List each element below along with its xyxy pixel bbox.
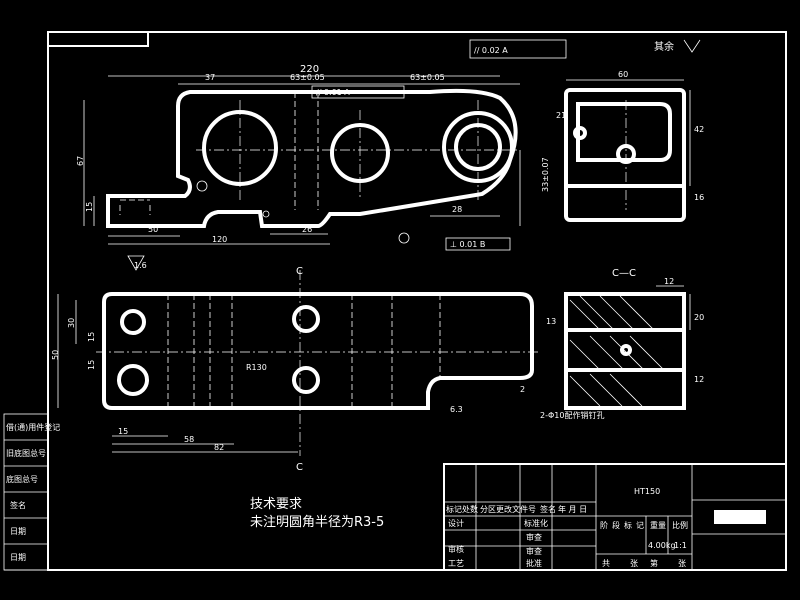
notes-line1: 未注明圆角半径为R3-5 — [250, 515, 384, 530]
front-dim-50: 50 — [51, 350, 60, 360]
dim-28: 28 — [452, 205, 462, 214]
tb-h-1: 处数 — [462, 504, 478, 514]
side-label-4: 日期 — [10, 527, 26, 536]
tolerance-frame — [469, 39, 567, 59]
tb-sheet-0: 共 — [602, 559, 610, 568]
perp-tolerance-frame — [445, 237, 511, 251]
side-label-2: 底图总号 — [6, 474, 38, 484]
dim-67: 67 — [76, 156, 85, 166]
tb-sc-5: 比例 — [672, 520, 688, 530]
tb-sc-1: 段 — [612, 520, 620, 530]
section-hatch — [569, 295, 665, 407]
side-dim-42: 42 — [694, 125, 704, 134]
tb-sheet-1: 张 — [630, 559, 638, 568]
title-block: HT150 标记 处数 分区 更改文件号 签名 年 月 日 设计 标准化 审查 … — [443, 463, 787, 571]
front-dim-58: 58 — [184, 435, 194, 444]
tb-design: 设计 — [448, 518, 464, 528]
side-label-5: 日期 — [10, 553, 26, 562]
dim-220: 220 — [300, 64, 319, 75]
section-title: C—C — [612, 268, 636, 279]
surface-finish-symbol — [683, 39, 701, 53]
perp-tolerance-text: ⊥ 0.01 B — [450, 240, 485, 249]
tb-h-0: 标记 — [446, 504, 462, 514]
section-dim-12-top: 12 — [664, 277, 674, 286]
side-dim-21: 21 — [556, 111, 566, 120]
tb-h-4: 签名 — [540, 504, 556, 514]
section-dim-13: 13 — [546, 317, 556, 326]
front-view: 30 15 15 50 15 58 82 R130 2 6.3 C C — [51, 266, 540, 473]
datum-marker — [398, 232, 410, 244]
front-dim-15-c: 15 — [118, 427, 128, 436]
side-label-0: 借(通)用件登记 — [6, 422, 60, 432]
tolerance-text: // 0.02 A — [474, 46, 508, 55]
tb-process: 工艺 — [448, 559, 464, 568]
section-mark-bottom: C — [296, 462, 303, 473]
dim-120: 120 — [212, 235, 227, 244]
tb-h-3: 更改文件号 — [496, 504, 536, 514]
dim-37: 37 — [205, 73, 215, 82]
dim-63-b: 63±0.05 — [410, 73, 445, 82]
position-tolerance-frame — [311, 85, 405, 99]
front-dim-r130: R130 — [246, 363, 267, 372]
side-view-outline — [564, 88, 686, 222]
drawing-frame — [47, 31, 787, 571]
side-dim-16: 16 — [694, 193, 704, 202]
section-dim-20: 20 — [694, 313, 704, 322]
tb-h-2: 分区 — [480, 505, 496, 514]
front-view-outline — [102, 292, 534, 410]
tb-check: 审查 — [526, 532, 542, 542]
drawing-name-block — [714, 510, 766, 524]
top-view: 220 37 63±0.05 63±0.05 67 15 50 120 26 2… — [76, 39, 567, 271]
section-mark-top: C — [296, 266, 303, 277]
tb-sc-4: 重量 — [650, 520, 666, 530]
front-dim-82: 82 — [214, 443, 224, 452]
section-view: C—C 12 20 13 12 2-Φ10配作销钉孔 — [540, 268, 704, 420]
tb-approve: 批准 — [526, 558, 542, 568]
dim-26: 26 — [302, 225, 312, 234]
roughness-symbol — [127, 255, 145, 271]
section-outline — [564, 292, 686, 410]
tb-standard: 标准化 — [524, 518, 548, 528]
side-view: 60 21 42 16 — [556, 70, 704, 222]
notes-title: 技术要求 — [250, 497, 302, 512]
tb-weight: 4.00kg — [648, 541, 676, 550]
tb-sc-2: 标 — [624, 520, 632, 530]
dim-50: 50 — [148, 225, 158, 234]
tb-scale: 1:1 — [674, 541, 687, 550]
surface-finish-label: 其余 — [654, 40, 674, 53]
side-label-3: 签名 — [10, 500, 26, 510]
tb-h-5: 年 月 日 — [558, 504, 587, 514]
side-label-1: 旧底图总号 — [6, 448, 46, 458]
dim-15: 15 — [85, 202, 94, 212]
side-dim-60: 60 — [618, 70, 628, 79]
front-dim-30: 30 — [67, 318, 76, 328]
hole-note: 2-Φ10配作销钉孔 — [540, 410, 604, 420]
bore-left — [202, 110, 278, 186]
tb-check-2: 审查 — [526, 546, 542, 556]
tb-sheet-2: 第 — [650, 558, 658, 568]
front-dim-15-b: 15 — [87, 360, 96, 370]
front-dim-2: 2 — [520, 385, 525, 394]
tb-sc-3: 记 — [636, 521, 644, 530]
dim-63-a: 63±0.05 — [290, 73, 325, 82]
tb-sheet-3: 张 — [678, 559, 686, 568]
front-dim-15-a: 15 — [87, 332, 96, 342]
dim-33: 33±0.07 — [541, 157, 550, 192]
material-label: HT150 — [634, 487, 660, 496]
roughness-value: 1.6 — [134, 261, 147, 270]
side-label-column — [3, 413, 49, 571]
tb-sc-0: 阶 — [600, 520, 608, 530]
tb-review: 审核 — [448, 544, 464, 554]
corner-box — [48, 32, 149, 47]
section-dim-12-bottom: 12 — [694, 375, 704, 384]
top-view-outline — [106, 88, 518, 228]
front-dim-6-3: 6.3 — [450, 405, 463, 414]
position-tolerance-text: // 0.01 A — [316, 88, 350, 97]
